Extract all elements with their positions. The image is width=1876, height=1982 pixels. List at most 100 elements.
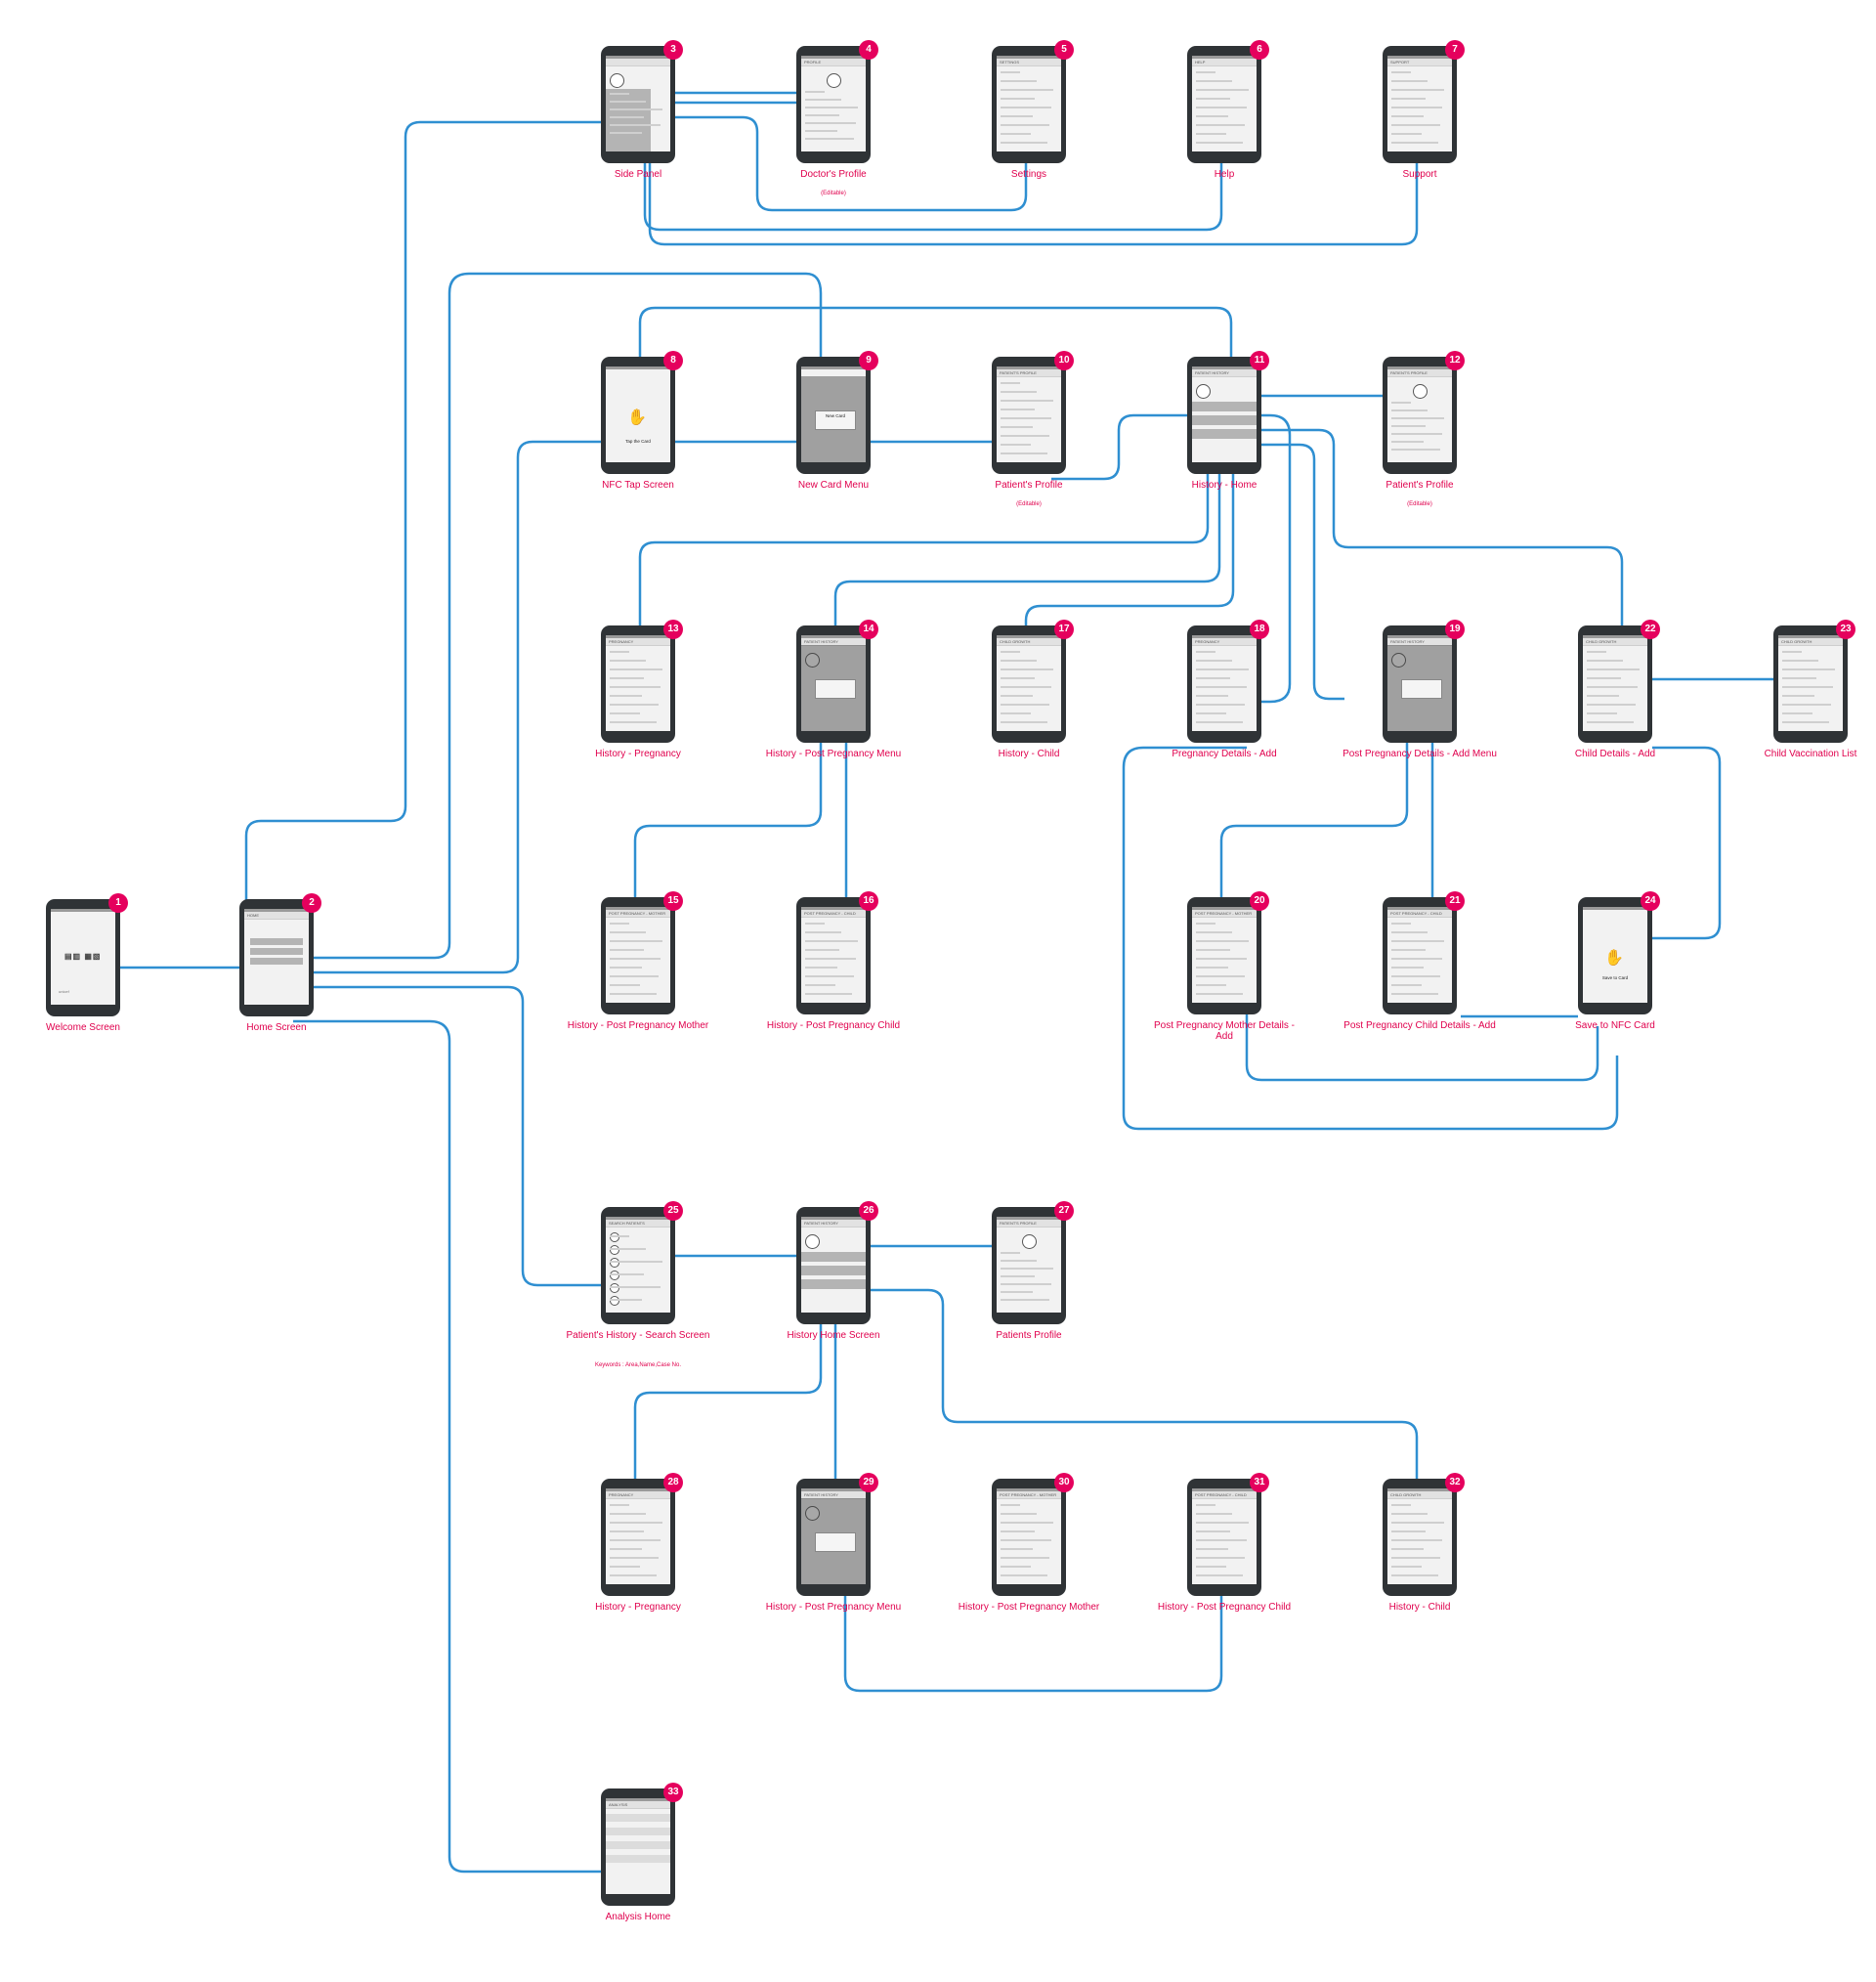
placeholder-line [1001, 382, 1020, 384]
placeholder-line [805, 975, 854, 977]
placeholder-line [1196, 704, 1245, 706]
placeholder-line [610, 940, 662, 942]
placeholder-line [1196, 107, 1247, 108]
placeholder-line [1196, 71, 1215, 73]
screen-label: History - Child [998, 749, 1060, 759]
phone-screen: PATIENT HISTORY [801, 1488, 866, 1584]
status-bar [1387, 56, 1452, 59]
placeholder-line [1001, 409, 1035, 410]
placeholder-line [610, 108, 662, 110]
phone-screen: ▤▥ ▦▧unicef [51, 909, 115, 1005]
screen-number-badge: 21 [1445, 891, 1465, 911]
placeholder-line [1196, 89, 1249, 91]
flow-connector [1051, 413, 1216, 481]
placeholder-line [610, 704, 659, 706]
screen-label: NFC Tap Screen [602, 480, 674, 491]
screen-number-badge: 14 [859, 620, 878, 639]
placeholder-line [610, 984, 640, 986]
placeholder-line [1001, 452, 1047, 454]
placeholder-line [1391, 1539, 1442, 1541]
app-bar: POST PREGNANCY - MOTHER [606, 910, 670, 918]
placeholder-line [610, 949, 644, 951]
screen-number-badge: 1 [108, 893, 128, 913]
placeholder-line [805, 958, 856, 960]
placeholder-line [610, 677, 644, 679]
placeholder-line [610, 1235, 629, 1237]
patient-avatar [610, 1258, 619, 1268]
placeholder-line [1391, 441, 1424, 443]
screen-number-badge: 25 [663, 1201, 683, 1221]
status-bar [1387, 366, 1452, 369]
placeholder-line [1391, 1574, 1438, 1576]
app-bar: SEARCH PATIENTS [606, 1220, 670, 1228]
placeholder-line [1196, 940, 1249, 942]
screen-number-badge: 27 [1054, 1201, 1074, 1221]
screen-number-badge: 19 [1445, 620, 1465, 639]
placeholder-line [1001, 71, 1020, 73]
app-bar [606, 59, 670, 66]
flow-connector [638, 306, 1233, 357]
screen-number-badge: 9 [859, 351, 878, 370]
placeholder-line [1196, 1530, 1230, 1532]
screen-label: Patient's Profile [1386, 480, 1454, 491]
app-bar: PATIENT'S PROFILE [1387, 369, 1452, 377]
placeholder-line [610, 1286, 661, 1288]
placeholder-line [1587, 651, 1606, 653]
flow-connector [293, 440, 601, 974]
placeholder-line [805, 91, 825, 93]
placeholder-line [610, 116, 644, 118]
placeholder-line [805, 130, 837, 132]
phone-screen: POST PREGNANCY - CHILD [1192, 1488, 1257, 1584]
placeholder-line [805, 931, 841, 933]
app-bar: CHILD GROWTH [1778, 638, 1843, 646]
placeholder-line [1001, 1566, 1031, 1568]
placeholder-line [610, 1574, 657, 1576]
screen-label: History - Post Pregnancy Menu [765, 1602, 902, 1613]
placeholder-line [1001, 1275, 1035, 1277]
placeholder-line [1782, 651, 1802, 653]
placeholder-line [1391, 1557, 1440, 1559]
screen-label: Post Pregnancy Mother Details - Add [1154, 1020, 1295, 1042]
placeholder-line [610, 1530, 644, 1532]
app-bar-title: PATIENT HISTORY [804, 1221, 838, 1226]
placeholder-line [1001, 142, 1047, 144]
status-bar [997, 635, 1061, 638]
placeholder-line [1587, 712, 1617, 714]
phone-screen: PATIENT HISTORY [1192, 366, 1257, 462]
phone-screen: PATIENT'S PROFILE [997, 1217, 1061, 1313]
placeholder-line [1001, 391, 1037, 393]
app-bar: POST PREGNANCY - CHILD [1192, 1491, 1257, 1499]
placeholder-line [1001, 1291, 1033, 1293]
new-card-dialog: New Card [815, 410, 856, 430]
placeholder-line [1001, 426, 1033, 428]
placeholder-line [805, 99, 841, 101]
screen-label: Patient's History - Search Screen [566, 1330, 710, 1341]
placeholder-line [1391, 80, 1428, 82]
placeholder-line [1001, 80, 1037, 82]
app-bar: HELP [1192, 59, 1257, 66]
screen-number-badge: 30 [1054, 1473, 1074, 1492]
placeholder-line [805, 114, 839, 116]
status-bar [997, 1217, 1061, 1220]
placeholder-line [610, 1566, 640, 1568]
placeholder-line [1391, 449, 1440, 451]
select-dialog [815, 1532, 856, 1552]
phone-screen: SUPPORT [1387, 56, 1452, 151]
placeholder-line [1196, 80, 1232, 82]
app-bar-title: PATIENT HISTORY [1390, 639, 1425, 644]
phone-screen: ✋Tap the Card [606, 366, 670, 462]
status-bar [801, 56, 866, 59]
placeholder-line [1587, 704, 1636, 706]
placeholder-line [1196, 1557, 1245, 1559]
placeholder-line [610, 660, 646, 662]
app-bar-title: PATIENT HISTORY [1195, 370, 1229, 375]
placeholder-line [1587, 677, 1621, 679]
placeholder-line [1391, 89, 1444, 91]
placeholder-line [1782, 704, 1831, 706]
tap-card-icon: ✋ [1604, 950, 1624, 967]
